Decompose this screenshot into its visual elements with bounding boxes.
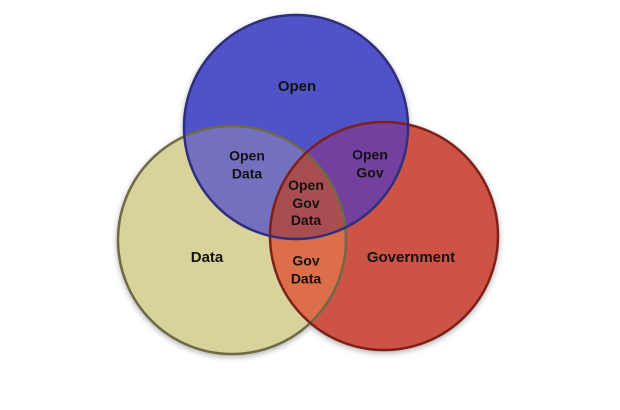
circle-open-outline [182,13,410,241]
circle-data-outline [116,124,348,356]
